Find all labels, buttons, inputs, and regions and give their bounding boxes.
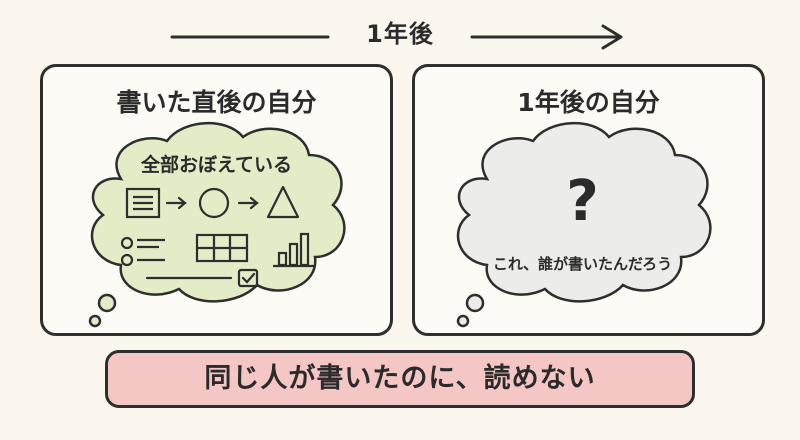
triangle-icon	[266, 185, 300, 219]
timeline-label: 1年後	[366, 20, 434, 48]
bubble-title-remember: 全部おぼえている	[140, 154, 293, 176]
timeline-arrowhead-icon	[601, 24, 623, 50]
table-grid-icon	[195, 233, 249, 263]
thought-caption: これ、誰が書いたんだろう	[492, 255, 673, 273]
arrow-right-icon	[237, 196, 259, 210]
circle-icon	[198, 187, 230, 219]
question-mark: ?	[566, 169, 599, 234]
thought-dot-small	[88, 314, 102, 328]
panel-just-after-writing: 書いた直後の自分	[40, 64, 393, 336]
checkbox-icon	[237, 268, 259, 288]
thought-cloud-right	[456, 122, 712, 328]
panel-title-just-after: 書いた直後の自分	[116, 88, 317, 117]
timeline: 1年後	[0, 0, 800, 60]
thought-cloud-shape	[90, 122, 346, 303]
thought-cloud-shape	[456, 122, 712, 303]
list-icon	[120, 236, 165, 267]
conclusion-banner: 同じ人が書いたのに、読めない	[105, 350, 695, 408]
thought-dot-large	[97, 293, 117, 313]
panel-title-one-year-later: 1年後の自分	[517, 88, 660, 117]
thought-cloud-left	[88, 122, 346, 328]
arrow-right-icon	[165, 196, 187, 210]
timeline-lines	[170, 24, 623, 50]
thought-dot-large	[465, 293, 485, 313]
bar-chart-icon	[273, 232, 315, 268]
panel-one-year-later: 1年後の自分 ? これ、誰が書いたんだろう	[412, 64, 765, 336]
thought-dot-small	[456, 314, 470, 328]
document-icon	[125, 187, 161, 219]
